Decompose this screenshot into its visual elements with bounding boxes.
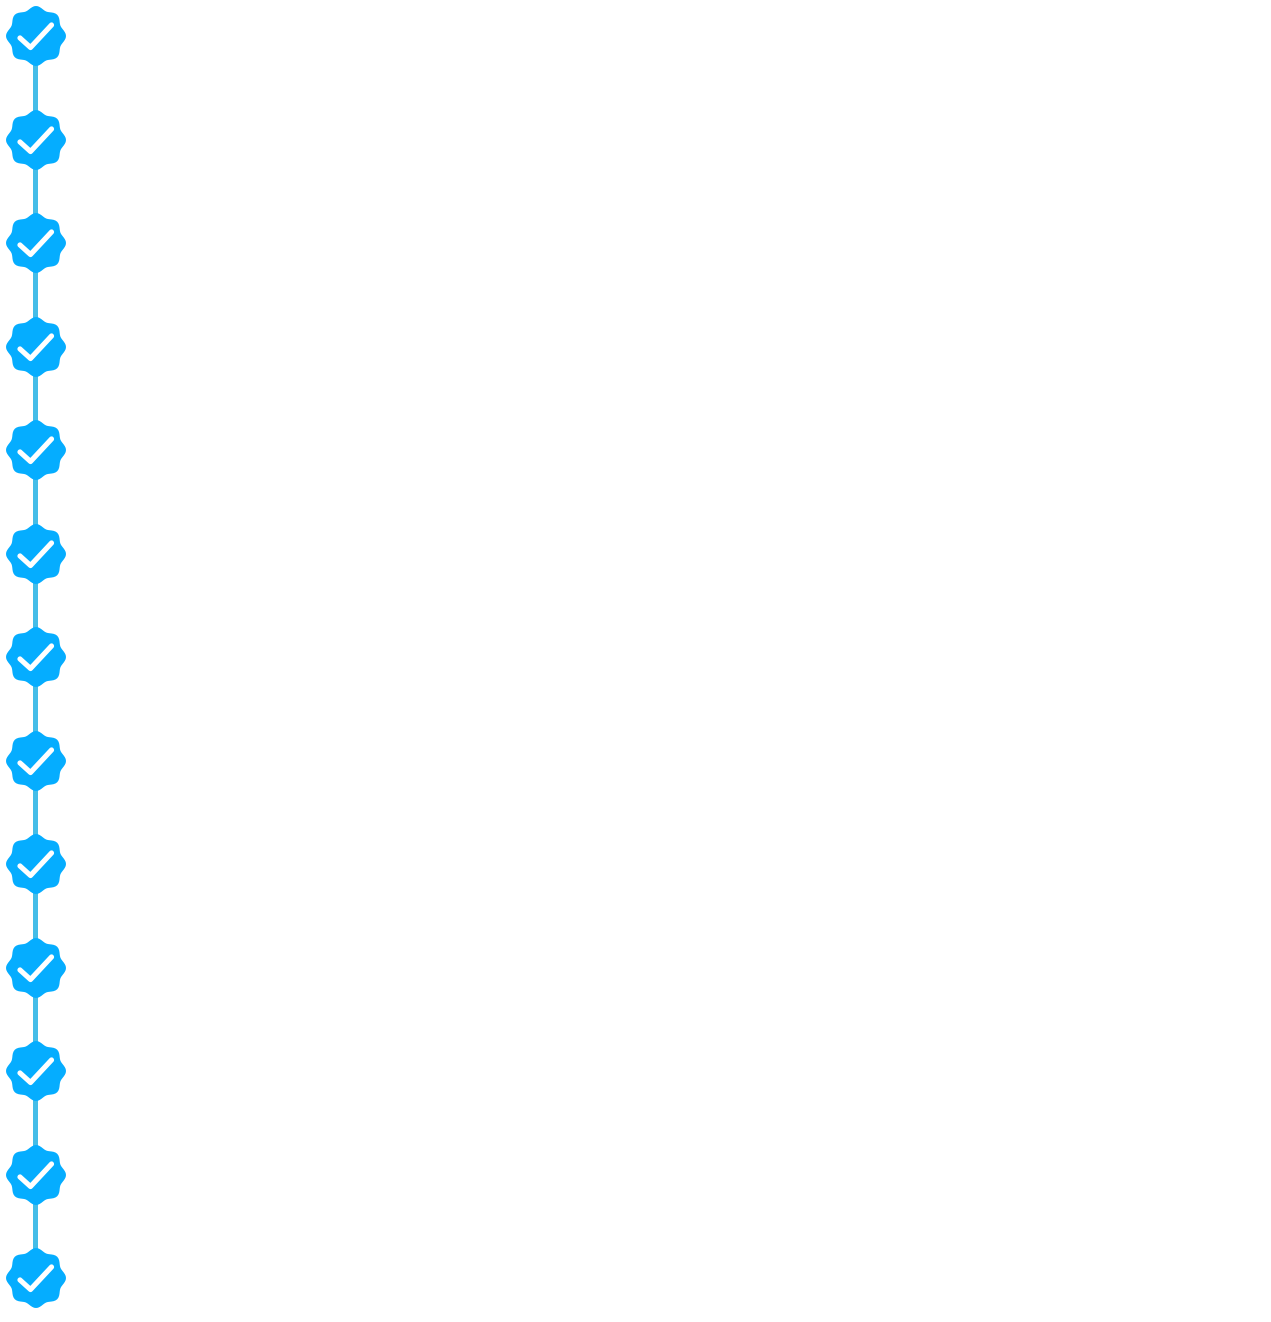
checkmark-icon (17, 539, 55, 568)
step-connector (33, 993, 38, 1045)
verified-check-icon (6, 109, 66, 170)
badge-shape (6, 730, 66, 791)
verified-check-icon (6, 834, 66, 894)
checkmark-icon (17, 850, 55, 879)
badge-shape (6, 420, 66, 480)
verified-check-icon (6, 937, 66, 998)
verified-check-icon (6, 730, 66, 791)
step-11 (6, 1041, 66, 1101)
step-connector (33, 579, 38, 631)
badge-shape (6, 627, 66, 687)
step-12 (6, 1144, 66, 1205)
verified-check-icon (6, 1248, 66, 1308)
badge-shape (6, 1041, 66, 1101)
badge-shape (6, 213, 66, 273)
step-10 (6, 937, 66, 998)
checkmark-icon (17, 436, 55, 465)
checkmark-icon (17, 1264, 55, 1293)
checkmark-icon (17, 643, 55, 672)
verified-check-icon (6, 1144, 66, 1205)
step-connector (33, 683, 38, 735)
step-9 (6, 834, 66, 894)
checkmark-icon (17, 1057, 55, 1086)
badge-shape (6, 1144, 66, 1205)
badge-shape (6, 523, 66, 584)
step-1 (6, 6, 66, 66)
checkmark-icon (17, 1160, 55, 1189)
verified-check-icon (6, 213, 66, 273)
step-connector (33, 372, 38, 424)
step-2 (6, 109, 66, 170)
checkmark-icon (17, 953, 55, 982)
verified-check-icon (6, 523, 66, 584)
badge-shape (6, 109, 66, 170)
step-13 (6, 1248, 66, 1308)
checkmark-icon (17, 229, 55, 258)
step-connector (33, 165, 38, 217)
verified-check-icon (6, 420, 66, 480)
step-connector (33, 62, 38, 114)
verified-check-icon (6, 316, 66, 377)
step-5 (6, 420, 66, 480)
badge-shape (6, 834, 66, 894)
step-connector (33, 890, 38, 942)
verified-check-icon (6, 1041, 66, 1101)
checkmark-icon (17, 332, 55, 361)
step-4 (6, 316, 66, 377)
verified-check-icon (6, 627, 66, 687)
step-connector (33, 476, 38, 528)
step-7 (6, 627, 66, 687)
step-connector (33, 1200, 38, 1252)
checkmark-icon (17, 22, 55, 51)
badge-shape (6, 1248, 66, 1308)
step-3 (6, 213, 66, 273)
verified-check-icon (6, 6, 66, 66)
checkmark-icon (17, 746, 55, 775)
step-8 (6, 730, 66, 791)
step-6 (6, 523, 66, 584)
badge-shape (6, 316, 66, 377)
step-connector (33, 786, 38, 838)
badge-shape (6, 6, 66, 66)
step-connector (33, 1097, 38, 1149)
badge-shape (6, 937, 66, 998)
checkmark-icon (17, 125, 55, 154)
step-connector (33, 269, 38, 321)
